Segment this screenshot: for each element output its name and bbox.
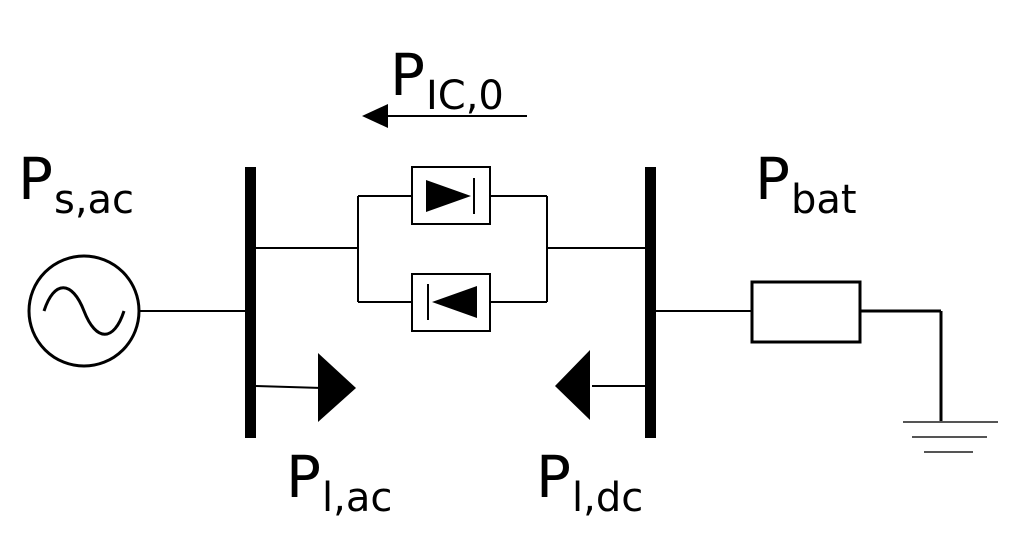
label-p-bat: Pbat (755, 150, 857, 220)
label-p-l-dc-sub: l,dc (571, 475, 644, 521)
ac-load-arrow (255, 353, 356, 422)
interlinking-converter (256, 195, 645, 303)
dc-bus (645, 167, 656, 438)
label-p-l-ac-sub: l,ac (321, 475, 393, 521)
label-p-ic0-main: P (390, 41, 425, 109)
ac-bus (245, 167, 256, 438)
label-p-l-ac-main: P (286, 443, 321, 511)
ic-flow-arrow (362, 104, 527, 128)
ground-icon (903, 421, 998, 453)
label-p-bat-main: P (755, 145, 790, 213)
battery-resistor-icon (750, 280, 862, 344)
label-p-s-ac-main: P (18, 145, 53, 213)
label-p-s-ac: Ps,ac (18, 150, 134, 220)
label-p-l-ac: Pl,ac (286, 448, 392, 518)
diode-reverse-icon (411, 273, 491, 332)
diode-forward-icon (411, 166, 491, 225)
label-p-ic0-sub: IC,0 (425, 73, 504, 119)
label-p-ic0: PIC,0 (390, 46, 504, 116)
ac-source-icon (27, 254, 141, 368)
dc-load-arrow (555, 350, 645, 420)
label-p-bat-sub: bat (790, 177, 857, 223)
label-p-s-ac-sub: s,ac (53, 177, 135, 223)
battery-to-ground-wire (860, 309, 943, 422)
label-p-l-dc: Pl,dc (536, 448, 643, 518)
label-p-l-dc-main: P (536, 443, 571, 511)
